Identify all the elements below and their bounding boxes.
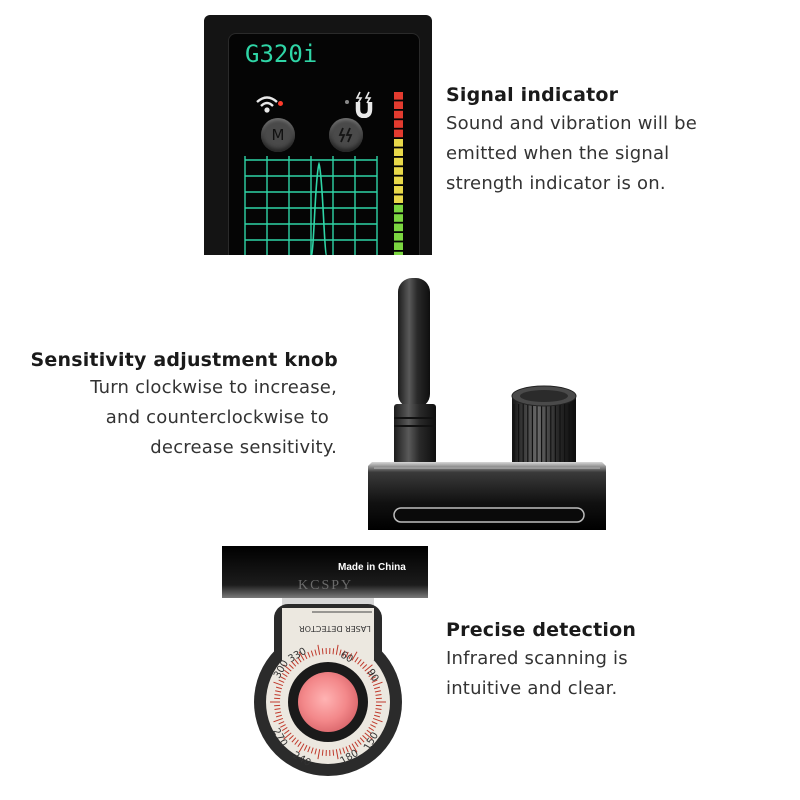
level-segment (394, 148, 403, 156)
antenna (394, 278, 436, 464)
level-segment (394, 186, 403, 194)
level-segment (394, 157, 403, 166)
level-segment (394, 92, 403, 100)
level-segment (394, 214, 403, 222)
description-line: Turn clockwise to increase, (90, 377, 337, 398)
level-segment (394, 242, 403, 250)
signal-waveform (310, 161, 328, 255)
magnet-icon (355, 91, 373, 118)
description-line: Sound and vibration will be (446, 113, 698, 134)
level-segment (394, 120, 403, 128)
magnet-icon (338, 127, 353, 143)
description-line: and counterclockwise to (105, 407, 329, 428)
detector-screen-photo: G320i M (204, 15, 432, 255)
level-segment (394, 223, 403, 232)
description-line: strength indicator is on. (446, 173, 666, 194)
magnet-mode-button (329, 118, 363, 152)
lens-assembly (222, 546, 428, 776)
description-line: Infrared scanning is (446, 648, 628, 669)
wifi-status-led (278, 101, 283, 106)
level-segment (394, 129, 403, 138)
sensitivity-knob-description: Turn clockwise to increase, and counterc… (20, 373, 337, 463)
laser-detector-photo: Made in China KCSPY LASER DETECTOR 300 3… (222, 546, 428, 800)
level-segment (394, 167, 403, 175)
signal-graph (244, 156, 378, 255)
wifi-icon (256, 96, 278, 113)
level-segment (394, 233, 403, 241)
precise-detection-description: Infrared scanning is intuitive and clear… (446, 644, 628, 704)
laser-detector-label: LASER DETECTOR (299, 624, 371, 633)
detector-body-top (368, 462, 606, 530)
level-segment (394, 195, 403, 203)
sensitivity-knob (511, 385, 577, 464)
sensitivity-knob-heading: Sensitivity adjustment knob (30, 349, 338, 371)
level-segment (394, 251, 403, 255)
made-in-china-label: Made in China (338, 562, 406, 573)
mode-button: M (261, 118, 295, 152)
signal-strength-bar (394, 92, 403, 255)
description-line: decrease sensitivity. (150, 437, 337, 458)
description-line: emitted when the signal (446, 143, 670, 164)
precise-detection-heading: Precise detection (446, 619, 637, 641)
level-segment (394, 204, 403, 213)
signal-indicator-heading: Signal indicator (446, 84, 619, 106)
screen-display: G320i M (228, 33, 420, 255)
watermark: KCSPY (298, 578, 354, 593)
description-line: intuitive and clear. (446, 678, 618, 699)
level-segment (394, 110, 403, 119)
magnet-status-led (345, 100, 349, 104)
model-label: G320i (245, 40, 318, 68)
level-segment (394, 139, 403, 147)
signal-indicator-description: Sound and vibration will be emitted when… (446, 109, 697, 199)
level-segment (394, 176, 403, 185)
level-segment (394, 101, 403, 109)
